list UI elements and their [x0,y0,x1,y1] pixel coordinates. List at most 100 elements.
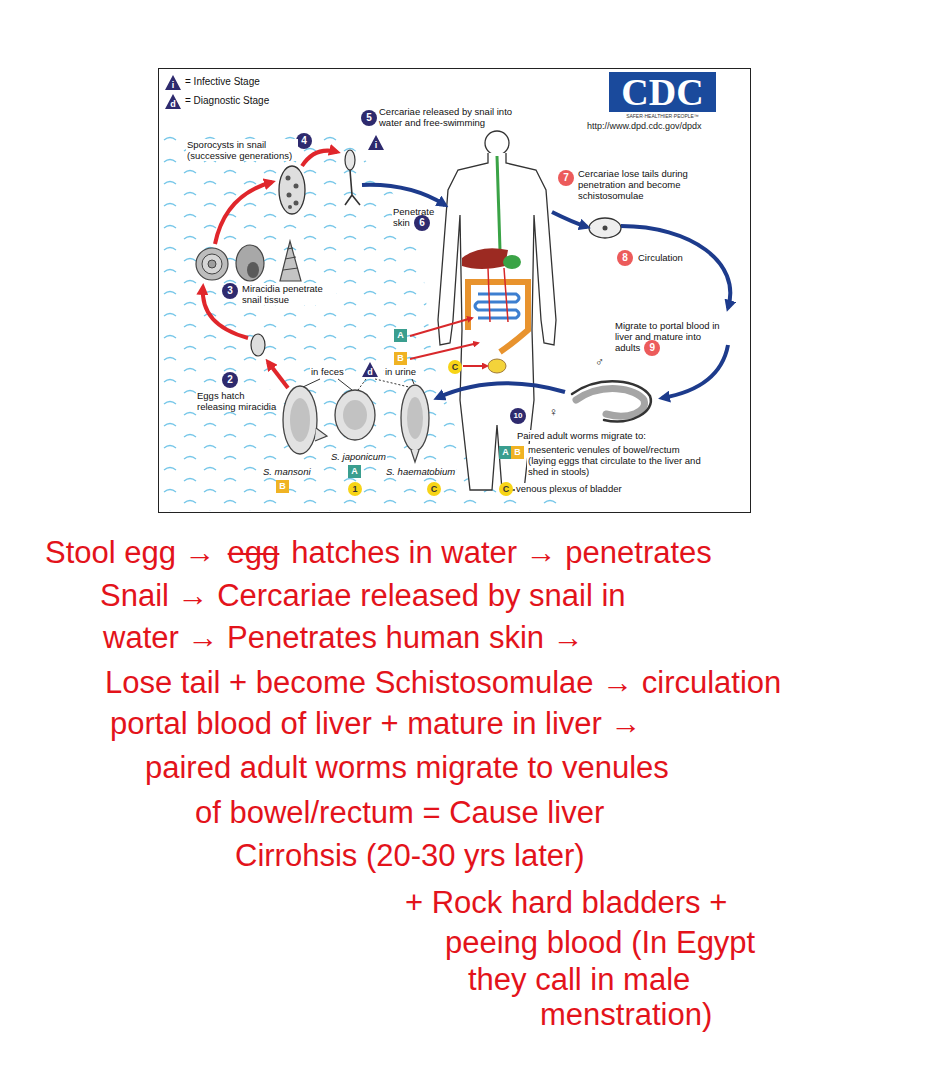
snails [283,248,298,270]
diagnostic-stage-icon: d [165,94,181,109]
stage-number: 10 [510,408,526,424]
stage-number: 3 [222,283,238,299]
species-key: 1 [348,482,362,496]
schistosomulum [603,226,608,231]
diagram-text: Circulation [637,252,684,263]
handwritten-note: water → Penetrates human skin → [103,620,584,656]
diagram-text: Sporocysts in snail (successive generati… [186,139,298,161]
blue-cycle-arrows [621,226,730,308]
blue-cycle-arrows [552,212,587,227]
crossed-out-word: egg [228,535,280,571]
handwritten-note: portal blood of liver + mature in liver … [110,706,642,742]
eggs [335,390,375,440]
diagram-text: in urine [384,366,417,377]
stage-number: 8 [617,250,633,266]
egg-pointer-lines [375,379,409,387]
figure-panel [159,69,751,513]
snails [202,254,222,274]
species-key: B [511,446,524,459]
diagram-text: Cercariae released by snail into water a… [378,106,523,128]
handwritten-note: paired adult worms migrate to venules [145,750,669,786]
cercaria [345,150,360,205]
diagram-text: Migrate to portal blood in liver and mat… [614,320,724,353]
schistosomulum [589,218,621,238]
red-cycle-arrows [268,362,288,388]
stage-number: 7 [558,170,574,186]
handwritten-note: Snail → Cercariae released by snail in [100,578,626,614]
sporocyst [288,205,292,209]
water-waves [159,135,560,511]
species-key: B [276,480,289,493]
bladder [488,359,506,373]
snails [247,262,259,278]
adult-worms [572,381,651,421]
eggs [283,386,317,454]
stage-number: 9 [644,340,660,356]
sporocyst [279,166,305,214]
handwritten-note: menstration) [540,997,712,1033]
site-pointer-arrows [463,365,487,367]
red-cycle-arrows [302,151,337,166]
snails [280,241,301,281]
egg-pointer-lines [303,379,320,387]
handwritten-note: Cirrohsis (20-30 yrs later) [235,838,585,874]
diagram-text: Eggs hatch releasing miracidia [196,390,280,412]
stage-number: 5 [361,110,377,126]
sporocyst [294,201,299,206]
male-symbol: ♂ [594,355,605,369]
miracidium [251,334,265,356]
diagram-text: venous plexus of bladder [515,483,623,494]
infective-stage-icon: i [368,135,384,150]
egg-pointer-lines [358,379,366,390]
miracidium [251,334,265,356]
cercaria [345,150,355,170]
diagram-text: Cercariae lose tails during penetration … [577,168,702,201]
esophagus [497,156,500,250]
diagram-text: Paired adult worms migrate to: [516,430,647,441]
snails [208,260,216,268]
portal-vein [488,268,508,322]
eggs [290,398,310,442]
diagram-text: mesenteric venules of bowel/rectum (layi… [527,444,702,477]
schistosomulum [589,218,621,238]
handwritten-note: they call in male [468,962,690,998]
handwritten-note: + Rock hard bladders + [405,885,727,921]
species-key: C [499,482,513,496]
stage-number: 6 [414,215,430,231]
handwritten-note: Lose tail + become Schistosomulae → circ… [105,665,781,701]
blue-cycle-arrows [437,383,565,398]
logo-text: CDC [609,72,716,112]
egg-pointer-lines [412,379,414,384]
species-key: A [348,465,361,478]
legend-text: = Infective Stage [184,76,261,88]
figure-panel [159,69,751,513]
snails [196,248,228,280]
handwritten-note: hatches in water → penetrates [291,535,711,571]
adult-worms [572,381,651,421]
sporocyst [287,193,292,198]
infective-stage-icon: i [165,75,181,90]
species-name: S. mansoni [262,466,312,477]
handwritten-note: Stool egg → [45,535,216,571]
diagnostic-stage-icon: d [362,362,378,377]
handwritten-note: of bowel/rectum = Cause liver [195,795,604,831]
liver [462,248,508,269]
legend-text: = Diagnostic Stage [184,95,270,107]
cercaria [345,170,360,205]
sporocyst [279,166,305,214]
human-figure [485,131,509,155]
eggs [283,385,429,462]
red-cycle-arrows [215,182,272,244]
eggs [407,397,423,439]
red-cycle-arrows [203,151,337,388]
small-intestine [475,294,519,318]
stomach [503,255,521,269]
site-pointer-arrows [410,343,478,359]
species-key: C [448,360,462,374]
blue-cycle-arrows [362,185,730,398]
species-name: S. japonicum [330,451,387,462]
figure-panel [159,69,751,513]
species-key: A [394,329,407,342]
diagram-text: Miracidia penetrate snail tissue [241,283,336,305]
